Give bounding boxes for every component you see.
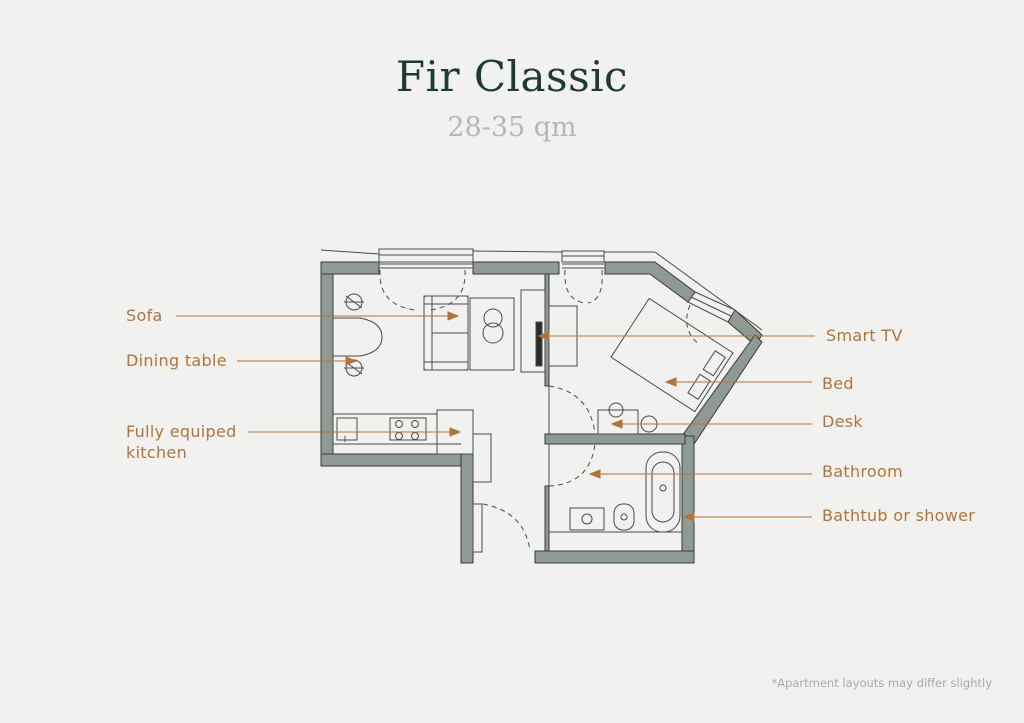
door-window-left: [379, 269, 466, 311]
door-window-middle: [564, 269, 603, 304]
wall-bottom: [534, 550, 695, 564]
page-title: Fir Classic: [395, 52, 629, 101]
dining-set: [332, 293, 383, 377]
door-leaves: [472, 386, 550, 553]
walls: [320, 261, 763, 564]
label-kitchen-line2: kitchen: [126, 443, 188, 462]
door-swings: [379, 269, 701, 552]
window-diagonal: [687, 291, 736, 323]
footnote: *Apartment layouts may differ slightly: [771, 676, 992, 690]
door-bathroom: [548, 443, 596, 487]
kitchen-counter: [332, 409, 492, 483]
leader-lines: [176, 311, 815, 522]
page-subtitle: 28-35 qm: [447, 112, 577, 143]
wall-diagonal: [681, 334, 763, 445]
dining-table: [332, 317, 383, 357]
wall-partition-upper: [544, 273, 550, 387]
leader-bathtub: [682, 512, 812, 522]
label-kitchen-line1: Fully equiped: [126, 422, 237, 441]
leader-desk: [610, 419, 812, 429]
leader-dining-table: [237, 356, 358, 366]
label-bed: Bed: [822, 374, 854, 393]
wall-top-right: [604, 261, 696, 303]
wall-kitchen-bottom: [320, 453, 474, 467]
bathroom-fixtures: [549, 503, 682, 533]
leader-bed: [664, 377, 812, 387]
leader-bathroom: [588, 469, 812, 479]
label-desk: Desk: [822, 412, 863, 431]
door-bedroom: [548, 385, 596, 435]
leader-smart-tv: [537, 331, 815, 341]
leader-kitchen: [248, 427, 462, 437]
label-bathroom: Bathroom: [822, 462, 903, 481]
leader-sofa: [176, 311, 460, 321]
label-dining-table: Dining table: [126, 351, 227, 370]
wall-bathroom-top: [544, 433, 686, 445]
wall-left: [320, 261, 334, 467]
label-bathtub: Bathtub or shower: [822, 506, 976, 525]
wall-bathroom-right: [681, 435, 695, 564]
furniture: [332, 289, 734, 533]
sofa: [423, 295, 469, 371]
door-balcony: [686, 304, 701, 346]
wall-bathroom-left: [544, 485, 550, 553]
windows: [320, 248, 763, 331]
wall-top-middle: [472, 261, 560, 275]
label-sofa: Sofa: [126, 306, 163, 325]
door-entrance: [482, 503, 531, 552]
coffee-table: [469, 297, 515, 371]
label-smart-tv: Smart TV: [826, 326, 903, 345]
wall-top-left: [320, 261, 380, 275]
bathtub: [645, 451, 681, 533]
wall-entrance-left: [460, 453, 474, 564]
desk: [597, 402, 658, 435]
